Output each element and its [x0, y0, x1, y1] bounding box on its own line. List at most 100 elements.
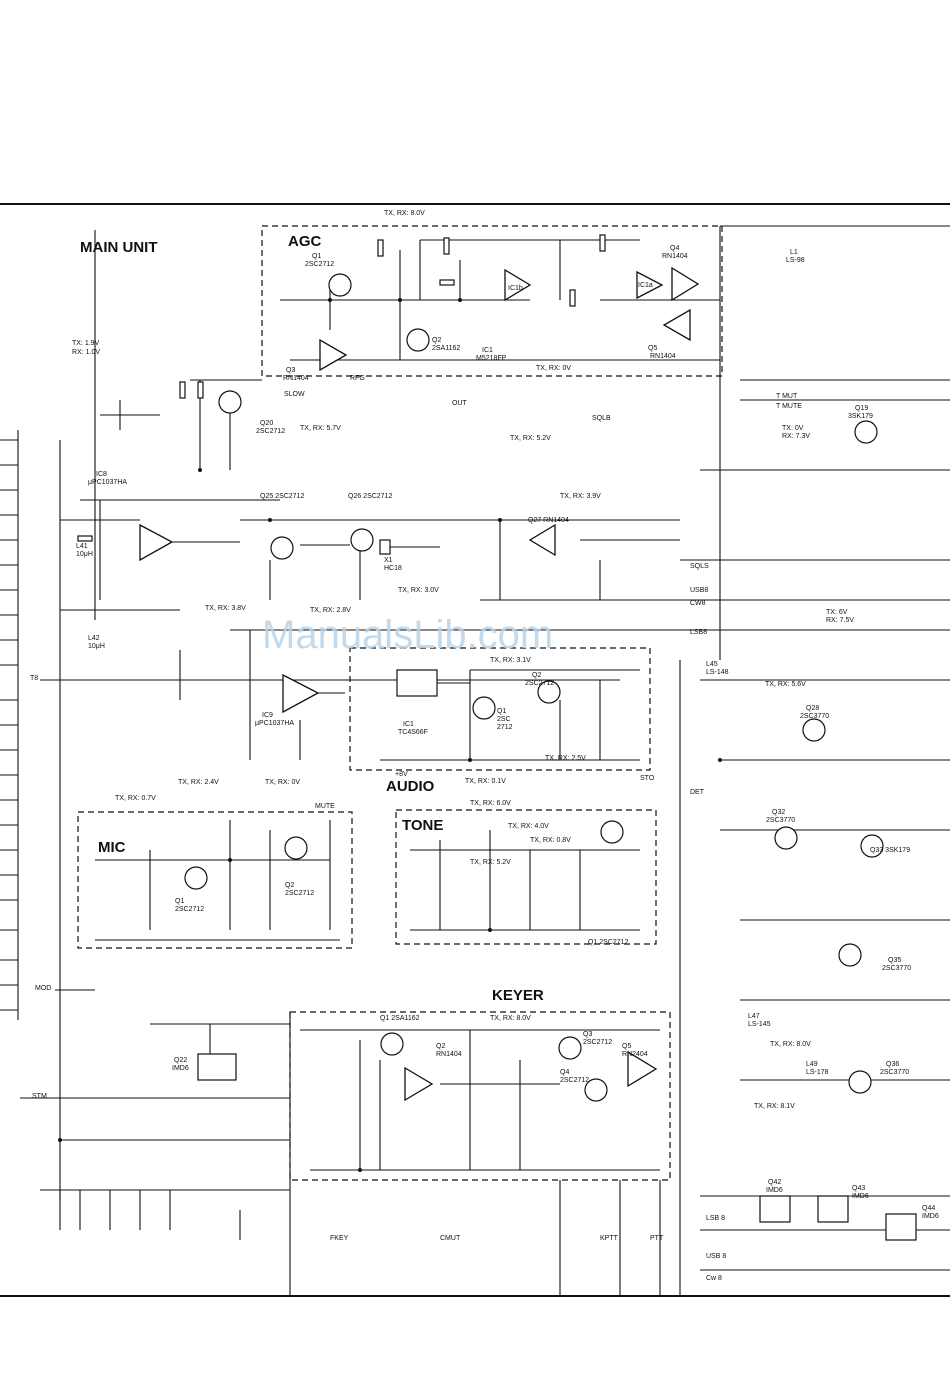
keyer-pin-kptt: KPTT [600, 1235, 619, 1242]
q43-device [817, 1195, 849, 1223]
q20-transistor [218, 390, 242, 414]
agc-top-voltage: TX, RX: 8.0V [384, 210, 425, 217]
agc-q1-transistor [328, 273, 352, 297]
keyer-pin-fkey: FKEY [330, 1235, 349, 1242]
keyer-q3-transistor [558, 1036, 582, 1060]
main-unit-title: MAIN UNIT [80, 239, 158, 256]
signal-usb8: USB8 [690, 587, 708, 594]
q26-transistor [350, 528, 374, 552]
signal-t-mut: T MUT [776, 393, 798, 400]
signal-lsb8: LSB8 [690, 629, 707, 636]
signal-stm: STM [32, 1093, 47, 1100]
agc-q3-buffer [319, 338, 348, 372]
q25-label: Q25 2SC2712 [260, 493, 304, 500]
audio-pin-8v: +8V [395, 771, 408, 778]
main-unit-voltage: TX: 1.9V RX: 1.0V [72, 340, 101, 356]
q26-label: Q26 2SC2712 [348, 493, 392, 500]
ic8-voltage: TX, RX: 3.8V [205, 605, 246, 612]
agc-q5-buffer [662, 308, 691, 342]
audio-label: AUDIO [386, 778, 435, 795]
right-voltage-80: TX, RX: 8.0V [770, 1041, 811, 1048]
x1-voltage: TX, RX: 3.0V [398, 587, 439, 594]
agc-ic1a-opamp [636, 270, 664, 300]
signal-lsb-8: LSB 8 [706, 1215, 725, 1222]
agc-q4-buffer [671, 266, 700, 302]
q33-transistor [860, 834, 884, 858]
keyer-q1-label: Q1 2SA1162 [380, 1015, 420, 1022]
agc-r7 [439, 279, 455, 286]
signal-t8: T8 [30, 675, 38, 682]
agc-label: AGC [288, 233, 322, 250]
mic-voltage-0: TX, RX: 0V [265, 779, 300, 786]
q42-device [759, 1195, 791, 1223]
q27-buffer [528, 523, 556, 557]
signal-det: DET [690, 789, 705, 796]
agc-ic1b-opamp [504, 268, 532, 302]
signal-t-mute: T MUTE [776, 403, 802, 410]
tone-q1-transistor [600, 820, 624, 844]
mic-pin-mute: MUTE [315, 803, 335, 810]
ic9-opamp [282, 673, 320, 714]
x1-crystal [379, 539, 391, 555]
mic-label: MIC [98, 839, 126, 856]
agc-signal-out: OUT [452, 400, 468, 407]
r83 [179, 381, 186, 399]
agc-ic1b-label: IC1b [508, 285, 523, 292]
q25-transistor [270, 536, 294, 560]
audio-voltage-31: TX, RX: 3.1V [490, 657, 531, 664]
agc-signal-rfg: RFG [350, 375, 365, 382]
q22-device [197, 1053, 237, 1081]
q33-label: Q33 3SK179 [870, 847, 910, 854]
l41-inductor [77, 535, 93, 542]
agc-signal-sqlb: SQLB [592, 415, 611, 422]
agc-r6 [443, 237, 450, 255]
tone-voltage-40: TX, RX: 4.0V [508, 823, 549, 830]
agc-voltage-52: TX, RX: 5.2V [510, 435, 551, 442]
agc-voltage-0: TX, RX: 0V [536, 365, 571, 372]
main-voltage-line2: RX: 1.0V [72, 349, 100, 356]
q32-transistor [774, 826, 798, 850]
junction-dots [58, 298, 722, 1172]
audio-ic1 [396, 669, 438, 697]
signal-sqls: SQLS [690, 563, 709, 570]
signal-cw-8: Cw 8 [706, 1275, 722, 1282]
mic-q2-transistor [284, 836, 308, 860]
q25-voltage: TX, RX: 2.8V [310, 607, 351, 614]
agc-r14 [599, 234, 606, 252]
mic-voltage-07: TX, RX: 0.7V [115, 795, 156, 802]
audio-q1-transistor [472, 696, 496, 720]
q19-transistor [854, 420, 878, 444]
signal-cw8: CW8 [690, 600, 706, 607]
